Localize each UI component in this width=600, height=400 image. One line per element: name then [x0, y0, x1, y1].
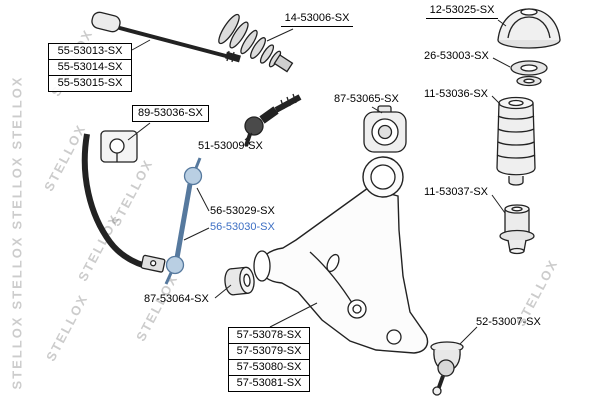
ball-joint-drawing	[430, 341, 464, 396]
stabilizer-bushing-drawing	[100, 130, 138, 163]
upper-bushing-part-label[interactable]: 87-53065-SX	[334, 93, 399, 105]
arm-bushing-part-label[interactable]: 87-53064-SX	[144, 293, 209, 305]
strut-mount-part-label[interactable]: 12-53025-SX	[426, 4, 498, 19]
inner-tie-rod-label-group: 55-53013-SX 55-53014-SX 55-53015-SX	[48, 43, 132, 92]
bump-stop-part-label[interactable]: 11-53036-SX	[424, 88, 489, 100]
boot-part-label[interactable]: 14-53006-SX	[281, 12, 353, 27]
stabilizer-bushing-label-group: 89-53036-SX	[132, 105, 209, 122]
bearing-drawing	[510, 60, 548, 87]
arm-bushing-drawing	[224, 266, 255, 296]
control-arm-label-group: 57-53078-SX 57-53079-SX 57-53080-SX 57-5…	[228, 327, 310, 392]
stabilizer-link-part-label-2[interactable]: 56-53030-SX	[210, 221, 275, 233]
tie-rod-end-part-label[interactable]: 51-53009-SX	[198, 140, 263, 152]
inner-tie-rod-part-label-1[interactable]: 55-53013-SX	[57, 45, 123, 57]
stabilizer-bar-drawing	[81, 133, 166, 273]
control-arm-part-label-4[interactable]: 57-53081-SX	[229, 375, 309, 391]
control-arm-part-label-3[interactable]: 57-53080-SX	[229, 359, 309, 375]
tie-rod-end-drawing	[244, 93, 302, 147]
control-arm-drawing	[253, 156, 429, 354]
leader-lines	[127, 19, 511, 345]
control-arm-part-label-2[interactable]: 57-53079-SX	[229, 343, 309, 359]
inner-tie-rod-part-label-2[interactable]: 55-53014-SX	[49, 59, 131, 75]
control-arm-part-label-1[interactable]: 57-53078-SX	[236, 329, 302, 341]
bearing-part-label[interactable]: 26-53003-SX	[424, 50, 489, 62]
ball-joint-part-label[interactable]: 52-53007-SX	[476, 316, 541, 328]
inner-tie-rod-part-label-3[interactable]: 55-53015-SX	[49, 75, 131, 91]
stabilizer-link-drawing	[164, 157, 203, 285]
upper-bushing-drawing	[363, 105, 407, 153]
inner-tie-rod-drawing	[91, 11, 241, 63]
right-bushing-drawing	[499, 204, 535, 255]
stabilizer-link-part-label-1[interactable]: 56-53029-SX	[210, 205, 275, 217]
bump-stop-drawing	[496, 96, 536, 186]
cv-boot-drawing	[218, 13, 294, 73]
strut-mount-drawing	[497, 8, 561, 49]
stabilizer-bushing-part-label[interactable]: 89-53036-SX	[138, 107, 203, 119]
right-bushing-part-label[interactable]: 11-53037-SX	[424, 186, 489, 198]
